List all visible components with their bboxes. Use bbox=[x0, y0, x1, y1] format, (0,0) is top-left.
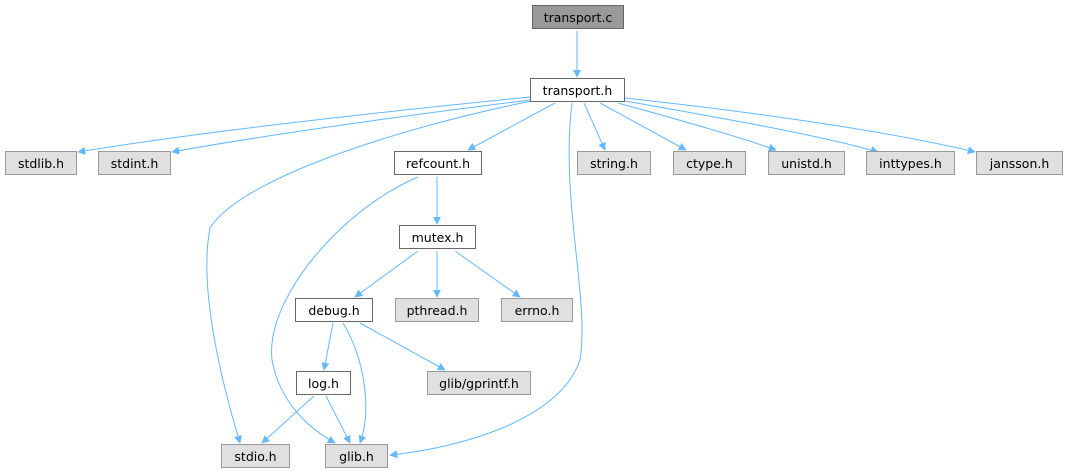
node-transport-h[interactable]: transport.h bbox=[530, 78, 625, 102]
node-mutex-h[interactable]: mutex.h bbox=[399, 225, 476, 249]
node-ctype-h[interactable]: ctype.h bbox=[673, 151, 746, 175]
edge-transport-h-to-jansson-h bbox=[624, 97, 976, 155]
edge-debug-h-to-gprintf-h bbox=[359, 322, 446, 371]
node-inttypes-h[interactable]: inttypes.h bbox=[866, 151, 955, 175]
node-unistd-h[interactable]: unistd.h bbox=[768, 151, 845, 175]
node-transport-c[interactable]: transport.c bbox=[532, 5, 624, 29]
node-stdint-h[interactable]: stdint.h bbox=[98, 151, 171, 175]
edges-layer bbox=[77, 31, 976, 459]
node-jansson-h[interactable]: jansson.h bbox=[976, 151, 1063, 175]
edge-transport-h-to-stdint-h bbox=[171, 99, 531, 155]
edge-transport-h-to-string-h bbox=[583, 102, 606, 151]
edge-transport-h-to-ctype-h bbox=[599, 102, 687, 151]
edge-refcount-h-to-glib-h bbox=[271, 176, 419, 444]
edge-mutex-h-to-debug-h bbox=[354, 250, 419, 298]
node-pthread-h[interactable]: pthread.h bbox=[395, 298, 479, 322]
node-gprintf-h[interactable]: glib/gprintf.h bbox=[427, 371, 531, 395]
edge-transport-h-to-inttypes-h bbox=[624, 100, 879, 154]
edge-log-h-to-glib-h bbox=[325, 395, 351, 444]
edge-debug-h-to-log-h bbox=[321, 322, 334, 371]
edge-transport-h-to-stdio-h bbox=[206, 100, 532, 444]
edge-transport-h-to-refcount-h bbox=[467, 102, 556, 151]
edge-debug-h-to-glib-h bbox=[342, 322, 367, 444]
node-refcount-h[interactable]: refcount.h bbox=[394, 151, 482, 175]
node-debug-h[interactable]: debug.h bbox=[295, 298, 373, 322]
edge-log-h-to-stdio-h bbox=[261, 395, 315, 444]
edge-mutex-h-to-errno-h bbox=[454, 250, 521, 298]
edge-transport-h-to-glib-h bbox=[389, 102, 583, 459]
node-stdio-h[interactable]: stdio.h bbox=[221, 444, 290, 468]
node-stdlib-h[interactable]: stdlib.h bbox=[5, 151, 77, 175]
edge-transport-h-to-unistd-h bbox=[617, 102, 777, 152]
node-string-h[interactable]: string.h bbox=[577, 151, 651, 175]
node-errno-h[interactable]: errno.h bbox=[501, 298, 573, 322]
edge-transport-h-to-stdlib-h bbox=[77, 96, 531, 155]
node-glib-h[interactable]: glib.h bbox=[325, 444, 388, 468]
node-log-h[interactable]: log.h bbox=[296, 371, 351, 395]
